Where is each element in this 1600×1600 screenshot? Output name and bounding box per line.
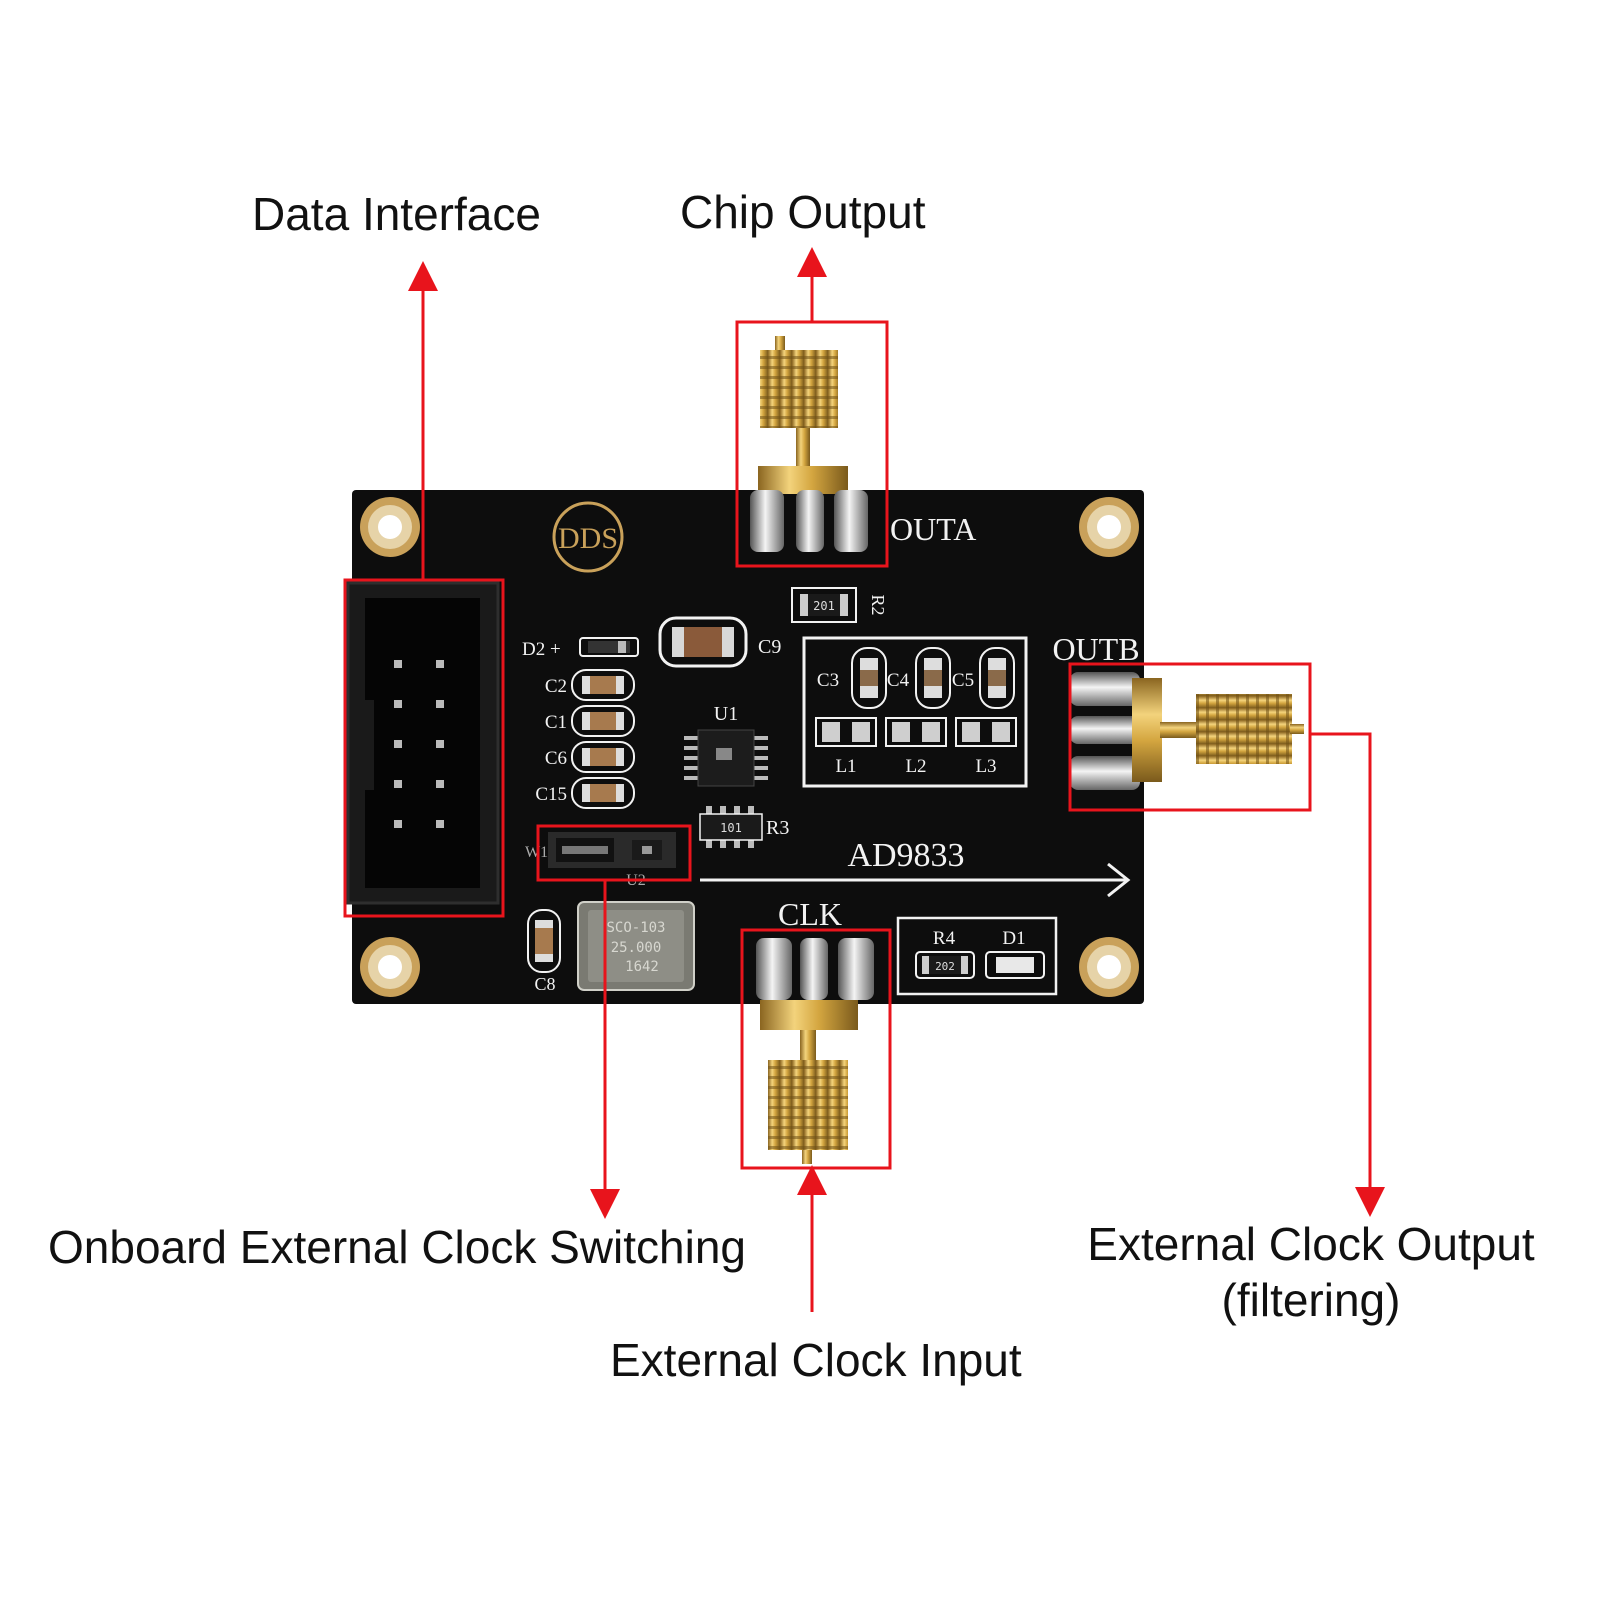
- callout-data-interface: Data Interface: [252, 188, 541, 240]
- led-d1: [985, 951, 1045, 979]
- resistor-r2: [791, 587, 857, 623]
- label-l3: L3: [975, 756, 996, 777]
- label-l1: L1: [835, 756, 856, 777]
- label-outa: OUTA: [890, 511, 976, 547]
- highlight-external-clock-output: [1068, 662, 1312, 812]
- label-c15: C15: [535, 784, 567, 805]
- label-r2-code: 201: [813, 599, 835, 613]
- label-c8: C8: [534, 974, 555, 994]
- label-r4: R4: [933, 928, 956, 949]
- label-r3: R3: [766, 817, 789, 839]
- capacitor-c9: [658, 616, 748, 668]
- label-l2: L2: [905, 756, 926, 777]
- capacitor-column: [571, 669, 635, 809]
- filter-section-outline: [802, 636, 1028, 788]
- label-c6: C6: [545, 748, 567, 769]
- label-u1: U1: [714, 703, 738, 725]
- label-r3-code: 101: [720, 821, 742, 835]
- mounting-hole-bottom-right: [1079, 937, 1139, 997]
- callout-external-clock-output-line2: (filtering): [1221, 1274, 1401, 1326]
- sma-connector-outb: [1070, 672, 1304, 790]
- label-c3: C3: [817, 670, 839, 691]
- dds-logo-ring: [552, 501, 624, 573]
- callout-chip-output: Chip Output: [680, 186, 926, 238]
- label-outb: OUTB: [1052, 631, 1139, 667]
- label-clk: CLK: [778, 896, 842, 932]
- label-r4-code: 202: [935, 960, 955, 973]
- capacitor-c8: [527, 909, 561, 973]
- callout-external-clock-output-line1: External Clock Output: [1087, 1218, 1535, 1270]
- oscillator-line3: 1642: [625, 959, 659, 975]
- callout-external-clock-input: External Clock Input: [610, 1334, 1022, 1386]
- diode-d2: [579, 637, 639, 657]
- mounting-hole-top-right: [1079, 497, 1139, 557]
- oscillator: [577, 901, 695, 991]
- label-r2: R2: [868, 594, 888, 615]
- oscillator-line1: SCO-103: [606, 920, 665, 936]
- oscillator-line2: 25.000: [611, 940, 662, 956]
- chip-marking: AD9833: [847, 837, 964, 874]
- mounting-hole-top-left: [360, 497, 420, 557]
- jumper-w1: [548, 832, 676, 868]
- label-d1: D1: [1002, 928, 1025, 949]
- label-c4: C4: [887, 670, 910, 691]
- signal-arrow: [700, 862, 1131, 898]
- highlight-onboard-switching: [536, 824, 692, 882]
- resistor-r3: [699, 806, 763, 848]
- filter-inductors: [815, 717, 1017, 747]
- filter-capacitors: [851, 647, 1015, 709]
- resistor-r4: [915, 951, 975, 979]
- dds-logo: DDS: [558, 522, 618, 555]
- sma-connector-clk: [756, 938, 874, 1164]
- mounting-hole-bottom-left: [360, 937, 420, 997]
- label-c1: C1: [545, 712, 567, 733]
- label-c2: C2: [545, 676, 567, 697]
- label-c9: C9: [758, 636, 781, 658]
- callout-onboard-switching: Onboard External Clock Switching: [48, 1221, 746, 1273]
- data-interface-header: [346, 581, 500, 905]
- r4-d1-outline: [896, 916, 1058, 996]
- callout-external-clock-output: External Clock Output (filtering): [1076, 1216, 1546, 1328]
- label-d2: D2 +: [522, 639, 561, 660]
- label-c5: C5: [952, 670, 974, 691]
- sma-connector-outa: [750, 336, 868, 552]
- chip-u1: [684, 729, 768, 787]
- leader-external-clock-output: [1310, 732, 1385, 1217]
